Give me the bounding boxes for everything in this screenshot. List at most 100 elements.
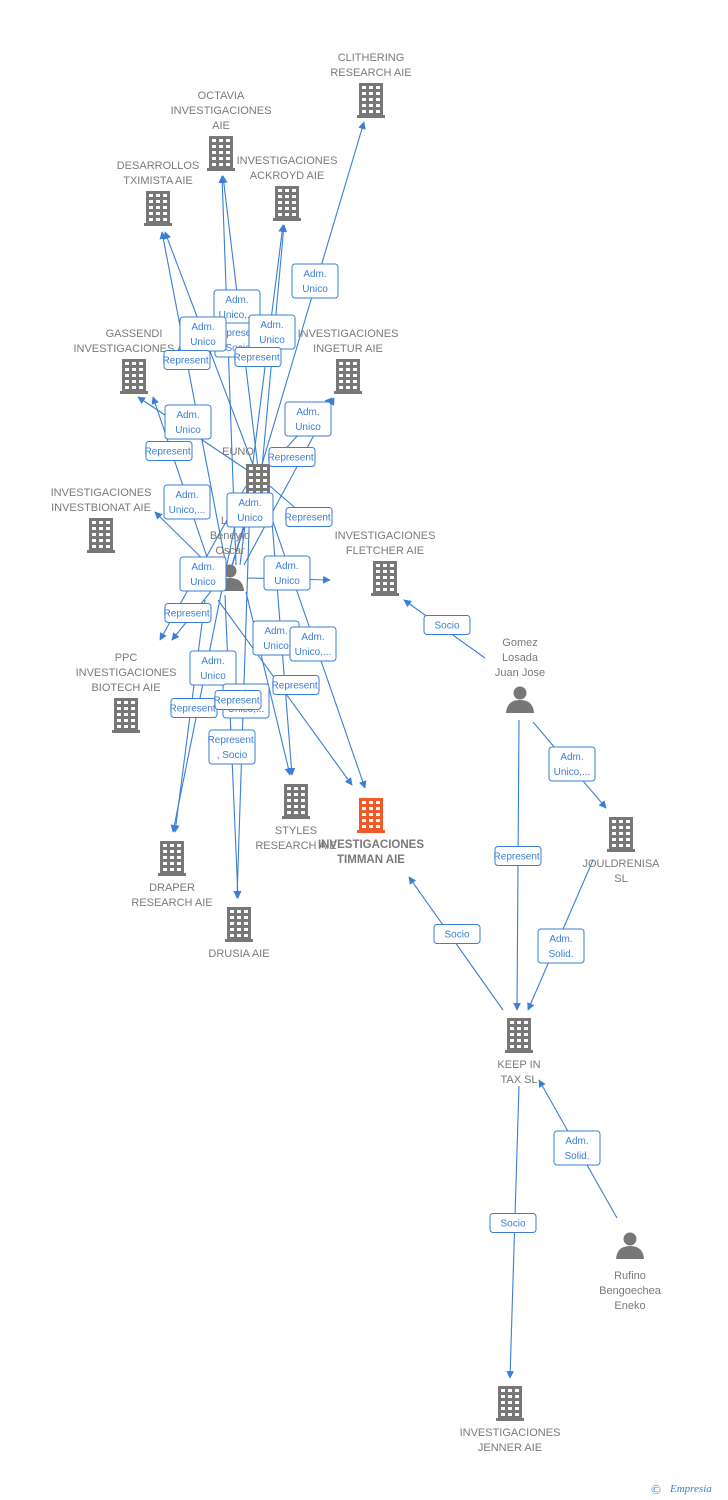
relation-label-text: Unico [200,671,226,682]
relation-label[interactable]: Socio [423,615,471,635]
relation-label-text: Adm. [201,656,224,667]
relation-label-text: Represent. [208,735,257,746]
building-icon [371,561,399,596]
relation-labels-layer: Adm.UnicoAdm.Unico,...Represent.SocioAdm… [145,263,601,1233]
relation-label[interactable]: Adm.Unico [248,314,296,350]
relation-label-text: Unico [259,335,285,346]
node-label: ACKROYD AIE [250,170,325,182]
node-drusia[interactable]: DRUSIA AIE [208,907,270,960]
relation-label[interactable]: Adm.Solid. [537,928,585,964]
relation-label-text: Unico,... [169,505,206,516]
relation-label-text: Represent. [214,328,263,339]
relation-label-text: Adm. [264,626,287,637]
relation-label-text: Socio [444,930,469,941]
relation-label[interactable]: Represent. [163,350,212,370]
relation-label-text: Adm. [275,561,298,572]
relation-label[interactable]: Adm.Unico [164,404,212,440]
relation-label[interactable]: Adm.Unico [284,401,332,437]
relation-label[interactable]: Represent. [494,846,543,866]
relation-label-text: Represent. [494,852,543,863]
relation-label[interactable]: Adm.Solid. [553,1130,601,1166]
relation-label-text: Socio [434,621,459,632]
relation-label-text: Represent. [145,447,194,458]
relation-label[interactable]: Represent. [285,507,334,527]
node-label: RESEARCH AIE [330,67,411,79]
relation-label[interactable]: Represent. [214,690,263,710]
node-label: DRAPER [149,882,195,894]
building-icon [357,83,385,118]
relation-label-text: Unico,... [295,647,332,658]
relation-label-text: Solid. [564,1151,589,1162]
building-icon [282,784,310,819]
relation-label-text: Adm. [560,752,583,763]
node-label: CLITHERING [338,52,405,64]
relation-label-text: Unico,... [219,310,256,321]
node-label: Gomez [502,637,537,649]
relation-label[interactable]: Represent., Socio [208,729,257,765]
node-label: Rufino [614,1270,646,1282]
node-label: TXIMISTA AIE [123,175,192,187]
node-ackroyd[interactable]: INVESTIGACIONES ACKROYD AIE [237,155,338,221]
node-label: PPC [115,652,138,664]
relation-label[interactable]: Represent. [145,441,194,461]
relation-label[interactable]: Represent. [170,698,219,718]
relation-label-text: Represent. [285,513,334,524]
node-label: INVESTIGACIONES [237,155,338,167]
node-label: GASSENDI [106,328,163,340]
node-person_oscar[interactable]: LopBeneytoOscar [210,515,250,591]
relation-label[interactable]: Represent. [164,603,213,623]
node-label: KEEP IN [497,1059,540,1071]
relation-label[interactable]: Adm. Unico [263,555,311,591]
node-label: Eneko [614,1300,645,1312]
relation-label[interactable]: Socio [433,924,481,944]
relation-label-text: Represent. [268,453,317,464]
relation-label[interactable]: Socio [489,1213,537,1233]
building-icon [607,817,635,852]
relation-label[interactable]: Represent. [234,347,283,367]
relation-label[interactable]: Adm.Unico [291,263,339,299]
relation-label[interactable]: Represent. [272,675,321,695]
node-label: Oscar [215,545,245,557]
node-label: Beneyto [210,530,250,542]
relation-label[interactable]: Adm. Unico [189,650,237,686]
relation-label-text: Represent. [164,609,213,620]
node-eunoia[interactable]: EUNO [222,446,272,499]
building-icon [207,136,235,171]
relation-label-text: Unico [175,425,201,436]
relation-label-text: Adm. [296,407,319,418]
relation-label[interactable]: Adm.Unico,... [548,746,596,782]
relation-label[interactable]: Represent. [268,447,317,467]
relation-label[interactable]: Adm.Unico,... [213,289,261,325]
nodes-layer: CLITHERING RESEARCH AIE OCTAVIAINVESTIGACI… [51,52,662,1454]
building-icon [225,907,253,942]
relation-label[interactable]: Adm.Unico [179,316,227,352]
relation-label[interactable]: Adm.Unico [179,556,227,592]
relation-label[interactable]: Adm.Unico [226,492,274,528]
relation-label[interactable]: Adm.Unico,... [163,484,211,520]
relation-label[interactable]: Adm.Unico,... [289,626,337,662]
node-label: JENNER AIE [478,1442,542,1454]
relation-label-text: Unico [274,576,300,587]
relation-label-text: Adm. [191,562,214,573]
node-clithering[interactable]: CLITHERING RESEARCH AIE [330,52,412,118]
building-icon [144,191,172,226]
relation-label-text: Unico [190,337,216,348]
node-label: TIMMAN AIE [337,854,405,866]
node-label: FLETCHER AIE [346,545,424,557]
node-label: EUNO [222,446,254,458]
